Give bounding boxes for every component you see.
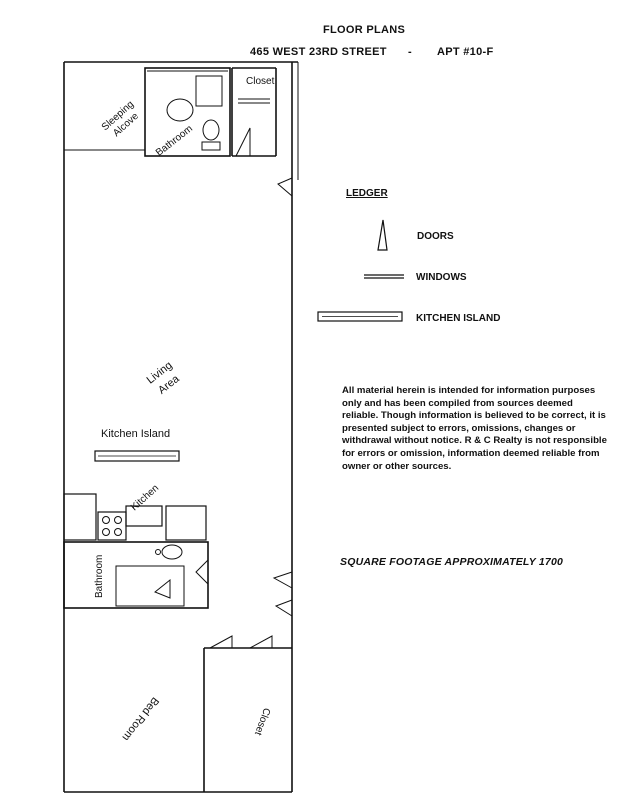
address-separator: -: [408, 46, 412, 58]
disclaimer-text: All material herein is intended for info…: [342, 385, 607, 472]
address: 465 WEST 23RD STREET: [250, 46, 387, 58]
legend-windows-label: WINDOWS: [416, 272, 467, 283]
room-label-kitchen-island: Kitchen Island: [101, 428, 171, 440]
legend-doors-label: DOORS: [417, 231, 454, 242]
kitchen-island-legend-icon: [317, 311, 403, 322]
legend-title: LEDGER: [346, 188, 388, 199]
room-label-bathroom-bottom: Bathroom: [94, 554, 105, 598]
door-legend-icon: [377, 219, 388, 251]
kitchen-island-shape: [94, 450, 180, 462]
legend-kitchen-island-label: KITCHEN ISLAND: [416, 313, 501, 324]
room-label-closet-top: Closet: [246, 76, 275, 87]
square-footage: SQUARE FOOTAGE APPROXIMATELY 1700: [340, 556, 564, 568]
page-title: FLOOR PLANS: [323, 24, 406, 36]
top-bathroom-walls: [144, 67, 231, 157]
apartment-number: APT #10-F: [437, 46, 494, 58]
bottom-bathroom-walls: [63, 541, 209, 609]
legend-graphics: [317, 219, 404, 322]
